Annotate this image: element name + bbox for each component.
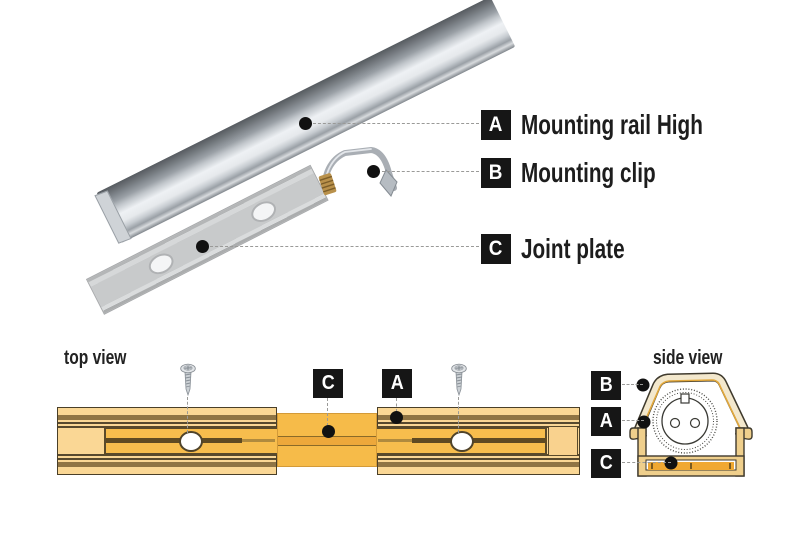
screw-leader-line [187, 397, 188, 433]
top-view-marker-c: C [313, 369, 343, 398]
side-view-marker-b-letter: B [599, 374, 613, 396]
legend-label-b: Mounting clip [521, 157, 656, 188]
side-view-cross-section [629, 372, 753, 477]
leader-line-clip [382, 171, 479, 172]
top-view-dot-c [322, 425, 335, 438]
screw-hole [450, 431, 474, 452]
side-view-marker-b: B [591, 371, 621, 400]
top-view-marker-a-letter: A [390, 372, 404, 394]
lamp-tube-cross-section [652, 388, 718, 454]
side-view-marker-c-letter: C [599, 452, 613, 474]
side-view-dot-c [664, 456, 678, 470]
legend-marker-b: B [481, 158, 511, 188]
legend-marker-a: A [481, 110, 511, 140]
legend-marker-b-letter: B [489, 161, 503, 184]
screw-icon [451, 363, 467, 397]
marker-c-leader [327, 398, 328, 426]
marker-b-leader [622, 384, 643, 385]
side-view-dot-b [636, 378, 650, 392]
leader-line-plate [210, 246, 479, 247]
legend-marker-a-letter: A [489, 113, 503, 136]
rail-end-block [548, 426, 578, 456]
legend-item-c: C Joint plate [481, 233, 661, 265]
top-view-dot-a [390, 411, 403, 424]
side-view-marker-c: C [591, 449, 621, 478]
rail-slot [412, 438, 547, 443]
legend-item-b: B Mounting clip [481, 157, 703, 189]
top-view-marker-c-letter: C [321, 372, 335, 394]
callout-dot-clip [367, 165, 380, 178]
legend-marker-c-letter: C [489, 237, 503, 260]
side-view-marker-a: A [591, 407, 621, 436]
clip-foot [379, 169, 398, 197]
legend-label-a: Mounting rail High [521, 109, 703, 140]
screw-hole [179, 431, 203, 452]
top-view-title: top view [64, 347, 127, 369]
screw-leader-line [458, 397, 459, 433]
top-view-rail-left [57, 407, 277, 475]
side-view-title: side view [653, 347, 723, 369]
marker-a-leader [396, 398, 397, 412]
side-view-marker-a-letter: A [599, 410, 613, 432]
screw-icon [180, 363, 196, 397]
marker-c-leader [622, 462, 671, 463]
clip-spring-end [318, 173, 337, 196]
callout-dot-rail [299, 117, 312, 130]
top-view-marker-a: A [382, 369, 412, 398]
plate-hole [247, 197, 280, 227]
legend-marker-c: C [481, 234, 511, 264]
marker-a-leader [622, 420, 644, 421]
top-view-rail-right [377, 407, 580, 475]
leader-line-rail [313, 123, 479, 124]
mounting-clip-photo [318, 146, 398, 197]
legend-item-a: A Mounting rail High [481, 109, 767, 141]
plate-hole [145, 249, 178, 279]
callout-dot-plate [196, 240, 209, 253]
legend-label-c: Joint plate [521, 233, 625, 264]
rail-slot [106, 438, 242, 443]
side-view-dot-a [637, 415, 651, 429]
